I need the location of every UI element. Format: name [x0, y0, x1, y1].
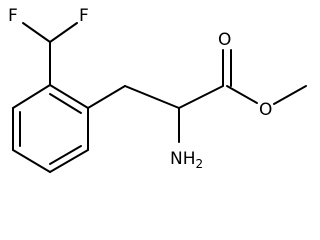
c-f-bond-right	[49, 22, 78, 43]
ring-bond-bottom-right	[49, 149, 89, 173]
ester-group: O O	[218, 30, 307, 120]
ring-bond-top-left	[12, 84, 51, 109]
fluorine-right-label: F	[79, 6, 89, 26]
ester-o-to-methyl-bond	[273, 85, 307, 105]
benzene-ring	[12, 84, 89, 173]
alpha-to-carbonyl-bond	[178, 85, 224, 109]
carbonyl-to-ester-o-bond	[226, 85, 258, 104]
carbonyl-oxygen-label: O	[218, 30, 231, 50]
ester-oxygen-label: O	[259, 100, 272, 120]
ring-to-ch2-bond	[87, 85, 126, 109]
amine-label: NH2	[170, 149, 203, 171]
ch2-to-alpha-bond	[124, 85, 180, 109]
c-f-bond-left	[22, 22, 51, 43]
side-chain: NH2	[87, 85, 224, 171]
ring-bond-top-right	[49, 84, 89, 109]
fluorine-left-label: F	[8, 6, 18, 26]
ring-bond-bottom-left	[12, 149, 51, 173]
ring-double-bond-top	[49, 93, 82, 114]
molecule-structure: F F NH2 O O	[8, 6, 307, 173]
difluoromethyl-group: F F	[8, 6, 89, 86]
structure-canvas: F F NH2 O O	[8, 6, 307, 173]
ring-double-bond-bottom-right	[49, 145, 82, 165]
